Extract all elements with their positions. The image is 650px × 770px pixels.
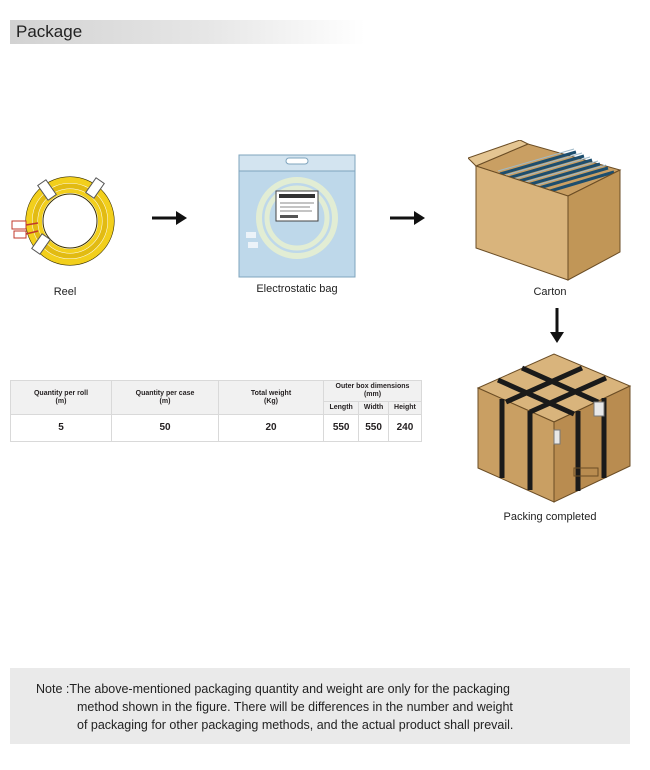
- header-length: Length: [322, 401, 360, 415]
- header-weight-unit: (Kg): [264, 397, 278, 405]
- section-header: Package: [10, 20, 365, 44]
- value-width: 550: [358, 414, 389, 442]
- header-dims: Outer box dimensions: [335, 383, 410, 390]
- header-cell-qty-case: Quantity per case (m): [111, 380, 219, 415]
- arrow-down-icon: [550, 308, 564, 343]
- package-spec-table: Quantity per roll (m) Quantity per case …: [10, 380, 423, 442]
- header-cell-weight: Total weight (Kg): [218, 380, 324, 415]
- value-height: 240: [387, 414, 423, 442]
- section-title: Package: [16, 22, 83, 41]
- header-weight: Total weight: [250, 389, 292, 397]
- bag-label: Electrostatic bag: [256, 283, 338, 295]
- note-line-3: of packaging for other packaging methods…: [77, 718, 514, 732]
- arrow-right-icon: [390, 211, 425, 225]
- carton-label: Carton: [533, 286, 567, 298]
- header-qty-case-unit: (m): [159, 397, 171, 405]
- packed-carton-image: [476, 353, 632, 503]
- value-weight: 20: [218, 414, 324, 442]
- reel-image: [11, 176, 115, 266]
- header-cell-qty-roll: Quantity per roll (m): [10, 380, 112, 415]
- header-qty-case: Quantity per case: [135, 389, 195, 397]
- header-width: Width: [358, 401, 389, 415]
- arrow-right-icon: [152, 211, 187, 225]
- note-box: Note :The above-mentioned packaging quan…: [10, 668, 630, 744]
- header-cell-dims: Outer box dimensions (mm): [323, 380, 422, 402]
- header-height: Height: [387, 401, 423, 415]
- carton-image: [468, 140, 622, 281]
- header-dims-unit: (mm): [363, 391, 382, 398]
- value-qty-case: 50: [111, 414, 219, 442]
- value-qty-roll: 5: [10, 414, 112, 442]
- header-qty-roll-unit: (m): [55, 397, 67, 405]
- note-line-2: method shown in the figure. There will b…: [77, 700, 513, 714]
- note-line-1: Note :The above-mentioned packaging quan…: [36, 682, 510, 696]
- completed-label: Packing completed: [503, 511, 597, 523]
- electrostatic-bag-image: [238, 154, 356, 278]
- value-length: 550: [322, 414, 360, 442]
- header-qty-roll: Quantity per roll: [33, 389, 89, 397]
- reel-label: Reel: [53, 286, 77, 298]
